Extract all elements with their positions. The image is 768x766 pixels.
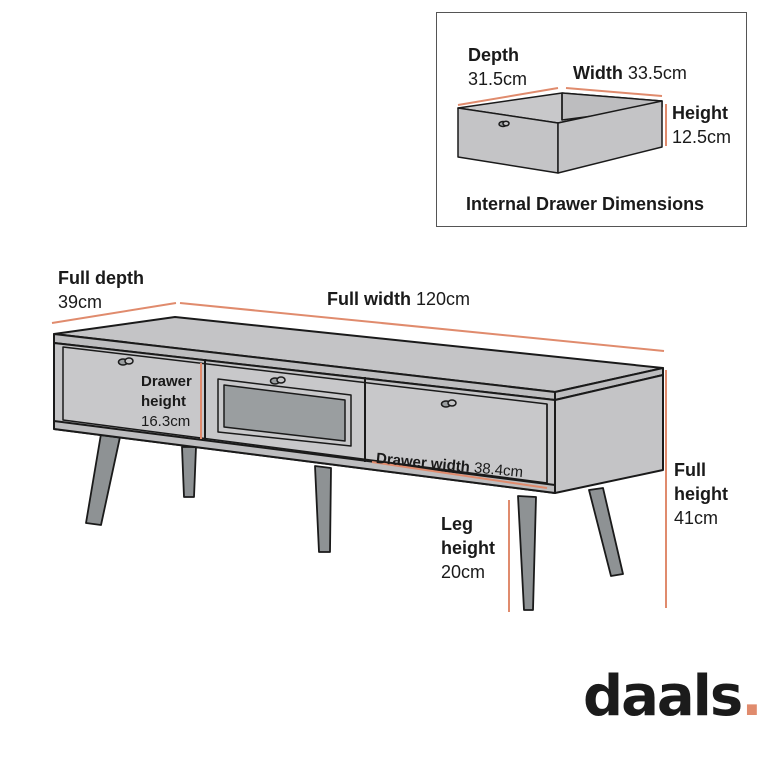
drawer-height-value: 16.3cm (141, 413, 191, 430)
drawer-height-label: Drawer height 16.3cm (141, 372, 192, 432)
leg-height-label: Leg height 20cm (441, 512, 495, 584)
full-height-title-1: Full (674, 460, 706, 480)
inset-depth-label: Depth 31.5cm (468, 43, 527, 91)
tv-unit-body (53, 316, 664, 494)
drawer-height-title-1: Drawer (141, 373, 192, 390)
full-depth-value: 39cm (58, 292, 103, 312)
daals-logo: daals. (583, 664, 763, 729)
full-width-value: 120cm (416, 289, 471, 309)
drawer-illustration (457, 92, 663, 174)
full-height-title-2: height (674, 484, 728, 504)
full-width-title: Full width (327, 289, 411, 309)
leg-height-title-2: height (441, 538, 495, 558)
inset-width-label: Width 33.5cm (573, 61, 687, 85)
drawer-width-value: 38.4cm (473, 459, 524, 482)
inset-dimension-lines (457, 87, 667, 146)
inset-width-title: Width (573, 63, 623, 83)
inset-width-value: 33.5cm (627, 63, 687, 83)
full-width-label: Full width 120cm (327, 287, 470, 311)
leg-height-title-1: Leg (441, 514, 474, 534)
full-depth-label: Full depth 39cm (58, 266, 144, 314)
logo-text: daals (583, 664, 743, 729)
legs (85, 433, 624, 611)
inset-depth-title: Depth (468, 45, 519, 65)
inset-depth-value: 31.5cm (468, 69, 528, 89)
full-height-value: 41cm (674, 508, 719, 528)
inset-height-title: Height (672, 103, 728, 123)
inset-height-value: 12.5cm (672, 127, 732, 147)
leg-height-value: 20cm (441, 562, 486, 582)
drawer-height-title-2: height (141, 393, 186, 410)
full-depth-title: Full depth (58, 268, 144, 288)
internal-drawer-inset (436, 12, 747, 227)
inset-caption: Internal Drawer Dimensions (466, 194, 705, 214)
full-height-label: Full height 41cm (674, 458, 728, 530)
logo-dot: . (741, 664, 762, 729)
inset-height-label: Height 12.5cm (672, 101, 731, 149)
main-dimension-lines (51, 302, 667, 612)
